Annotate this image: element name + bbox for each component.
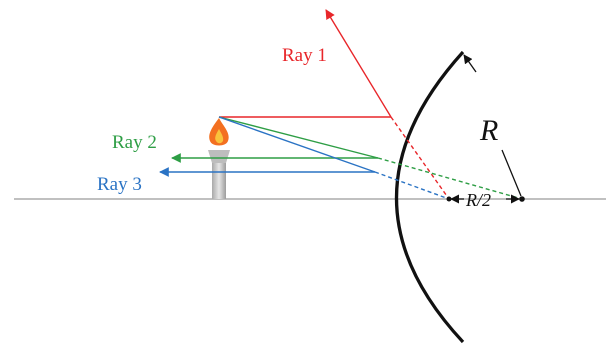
convex-mirror [395, 50, 465, 344]
ray-3-label: Ray 3 [97, 174, 142, 195]
radius-indicator [463, 54, 522, 197]
focal-point [446, 196, 452, 202]
radius-label: R [479, 114, 498, 147]
center-of-curvature [519, 196, 525, 202]
ray-3 [159, 116, 450, 200]
ray-1 [219, 9, 450, 200]
ray-1-label: Ray 1 [282, 45, 327, 66]
ray-2 [171, 116, 523, 200]
ray-2-label: Ray 2 [112, 132, 157, 153]
focal-distance-label: R/2 [465, 190, 491, 210]
focal-distance-indicator [446, 194, 525, 204]
